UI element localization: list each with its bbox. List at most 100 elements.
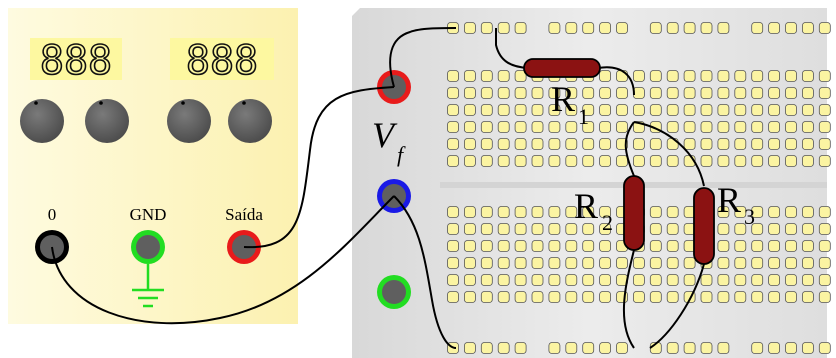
terminal-label-output: Saída	[225, 205, 263, 224]
breadboard-hole	[818, 87, 831, 99]
breadboard-hole	[717, 70, 730, 82]
breadboard-hole	[683, 104, 696, 116]
knob-2[interactable]	[85, 99, 129, 143]
breadboard-hole	[514, 206, 527, 218]
breadboard-hole	[548, 138, 561, 150]
breadboard-hole	[734, 223, 747, 235]
breadboard-hole	[785, 121, 797, 133]
breadboard-hole	[700, 121, 713, 133]
knob-3[interactable]	[167, 99, 211, 143]
breadboard-hole	[751, 223, 764, 235]
breadboard-hole	[717, 206, 730, 218]
breadboard-hole	[818, 342, 831, 354]
breadboard-hole	[802, 240, 814, 252]
breadboard-hole	[751, 22, 764, 34]
breadboard-hole	[514, 342, 527, 354]
breadboard-hole	[785, 206, 797, 218]
breadboard-hole	[700, 291, 713, 303]
breadboard-hole	[802, 342, 814, 354]
terminal-label-gnd: GND	[130, 205, 167, 224]
breadboard-hole	[582, 257, 595, 269]
breadboard-hole	[734, 257, 747, 269]
breadboard-hole	[463, 206, 476, 218]
breadboard-hole	[497, 291, 510, 303]
breadboard-hole	[717, 121, 730, 133]
breadboard-hole	[548, 291, 561, 303]
breadboard-hole	[666, 104, 679, 116]
knob-4[interactable]	[228, 99, 272, 143]
breadboard-hole	[582, 291, 595, 303]
breadboard-hole	[802, 257, 814, 269]
label-r2-sub: 2	[602, 210, 613, 235]
instrument-panel: 888 888 0 GND Saída	[8, 8, 298, 324]
breadboard-hole	[582, 121, 595, 133]
breadboard-hole	[666, 223, 679, 235]
breadboard-hole	[734, 104, 747, 116]
breadboard-hole	[751, 240, 764, 252]
breadboard-hole	[700, 342, 713, 354]
breadboard-hole	[463, 155, 476, 167]
jack-source-green[interactable]	[377, 275, 411, 309]
breadboard-hole	[802, 22, 814, 34]
breadboard-hole	[548, 342, 561, 354]
breadboard-hole	[599, 240, 611, 252]
breadboard-hole	[599, 206, 611, 218]
breadboard-hole	[582, 342, 595, 354]
display-left-value: 888	[40, 38, 112, 84]
breadboard-hole	[447, 291, 459, 303]
source-voltage-main: V	[372, 115, 398, 155]
breadboard-hole	[582, 155, 595, 167]
breadboard-hole	[497, 274, 510, 286]
breadboard-hole	[531, 206, 544, 218]
breadboard-hole	[514, 87, 527, 99]
breadboard-hole	[768, 342, 780, 354]
label-r1: R 1	[551, 79, 589, 129]
breadboard-hole	[717, 342, 730, 354]
breadboard-hole	[480, 138, 493, 150]
breadboard-hole	[649, 70, 662, 82]
breadboard-hole	[666, 291, 679, 303]
breadboard-hole	[734, 274, 747, 286]
breadboard-hole	[666, 22, 679, 34]
jack-gnd[interactable]	[131, 230, 165, 264]
breadboard-hole	[565, 223, 578, 235]
wire-r1-to-node	[597, 66, 635, 96]
breadboard-hole	[565, 274, 578, 286]
breadboard-hole	[599, 121, 611, 133]
label-r3: R 3	[717, 180, 755, 229]
breadboard-hole	[447, 206, 459, 218]
breadboard-hole	[480, 274, 493, 286]
breadboard-hole	[785, 223, 797, 235]
breadboard-hole	[717, 291, 730, 303]
breadboard-hole	[582, 87, 595, 99]
breadboard-hole	[768, 291, 780, 303]
breadboard-hole	[463, 291, 476, 303]
breadboard-hole	[565, 138, 578, 150]
breadboard-hole	[785, 291, 797, 303]
breadboard-hole	[683, 87, 696, 99]
breadboard-hole	[531, 223, 544, 235]
breadboard-hole	[480, 291, 493, 303]
breadboard-hole	[717, 104, 730, 116]
breadboard-hole	[633, 274, 645, 286]
ground-icon	[132, 264, 164, 308]
knob-1[interactable]	[20, 99, 64, 143]
breadboard-hole	[818, 104, 831, 116]
breadboard-hole	[497, 104, 510, 116]
breadboard-hole	[480, 206, 493, 218]
breadboard-hole	[514, 274, 527, 286]
breadboard-hole	[514, 121, 527, 133]
breadboard-hole	[480, 121, 493, 133]
breadboard-hole	[480, 104, 493, 116]
breadboard-hole	[751, 257, 764, 269]
breadboard-hole	[633, 155, 645, 167]
breadboard-hole	[565, 121, 578, 133]
display-left: 888	[30, 37, 122, 85]
breadboard-hole	[497, 22, 510, 34]
breadboard-hole	[785, 22, 797, 34]
terminal-label-zero: 0	[48, 205, 57, 224]
breadboard-hole	[818, 223, 831, 235]
breadboard-hole	[480, 223, 493, 235]
breadboard-hole	[582, 206, 595, 218]
breadboard-hole	[497, 342, 510, 354]
